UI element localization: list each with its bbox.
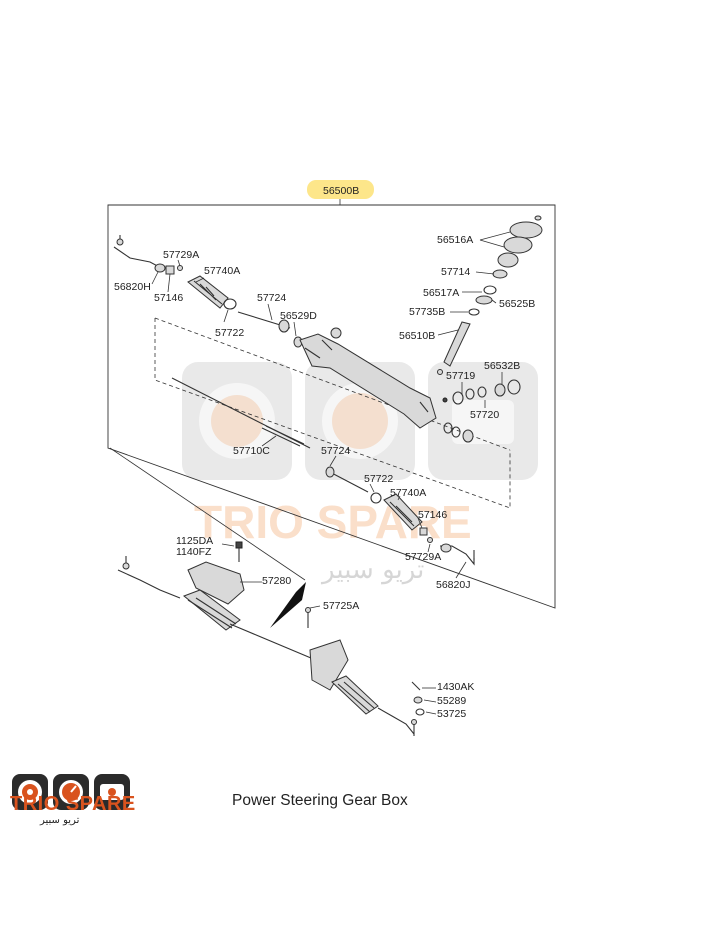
bolt-1125DA[interactable]	[235, 541, 243, 562]
label-57146-top[interactable]: 57146	[154, 292, 183, 304]
nut-57146-top[interactable]	[165, 265, 175, 275]
label-56516A[interactable]: 56516A	[437, 234, 473, 246]
clip-57729A-mid[interactable]	[427, 537, 433, 543]
clamp-57722-mid[interactable]	[370, 492, 382, 504]
rack-dashed-outline	[154, 318, 511, 509]
watermark-disc-icon	[211, 395, 263, 447]
small-parts-lower[interactable]	[411, 681, 425, 716]
clip-57729A-top[interactable]	[177, 265, 183, 271]
gear-housing[interactable]	[299, 327, 437, 429]
clamp-57722-top[interactable]	[223, 298, 237, 310]
label-56820J[interactable]: 56820J	[436, 579, 470, 591]
leader-lines	[151, 231, 511, 715]
label-57720[interactable]: 57720	[470, 409, 499, 421]
label-57740A-top[interactable]: 57740A	[204, 265, 240, 277]
label-56529D[interactable]: 56529D	[280, 310, 317, 322]
label-57710C[interactable]: 57710C	[233, 445, 270, 457]
screw-57725A[interactable]	[305, 607, 311, 629]
label-56517A[interactable]: 56517A	[423, 287, 459, 299]
label-53725[interactable]: 53725	[437, 708, 466, 720]
label-57729A-mid[interactable]: 57729A	[405, 551, 441, 563]
label-57725A[interactable]: 57725A	[323, 600, 359, 612]
brand-arabic: تريو سبير	[40, 815, 80, 826]
watermark-engine-icon	[452, 400, 514, 444]
label-1430AK[interactable]: 1430AK	[437, 681, 474, 693]
brand-logo	[12, 774, 130, 810]
nut-57146-mid[interactable]	[419, 527, 428, 536]
label-56525B[interactable]: 56525B	[499, 298, 535, 310]
exploded-view-frame	[107, 204, 556, 609]
label-57719[interactable]: 57719	[446, 370, 475, 382]
label-57724-mid[interactable]: 57724	[321, 445, 350, 457]
label-57146-mid[interactable]: 57146	[418, 509, 447, 521]
watermark: TRIO SPARE تريو سبير	[182, 362, 538, 585]
label-55289[interactable]: 55289	[437, 695, 466, 707]
label-57714[interactable]: 57714	[441, 266, 470, 278]
heat-shield-57280[interactable]	[187, 561, 245, 605]
watermark-text: TRIO SPARE	[194, 496, 472, 548]
pointer-arrow	[270, 582, 306, 628]
assembly-highlight	[307, 180, 374, 199]
rack-bar-57710C[interactable]	[171, 377, 311, 449]
label-56532B[interactable]: 56532B	[484, 360, 520, 372]
label-1125DA[interactable]: 1125DA	[176, 535, 213, 547]
watermark-gauge-icon	[332, 393, 388, 449]
tie-rod-end-right[interactable]	[440, 543, 475, 566]
boot-57740A-top[interactable]	[187, 275, 229, 309]
assembled-gear-box[interactable]	[117, 556, 417, 736]
label-56820H[interactable]: 56820H	[114, 281, 151, 293]
brand-name: TRIO SPARE	[10, 793, 136, 815]
boot-57740A-mid[interactable]	[383, 493, 423, 531]
tie-rod-end-left[interactable]	[113, 235, 166, 273]
yoke-stack[interactable]	[442, 379, 521, 405]
label-56500B[interactable]: 56500B	[323, 185, 359, 197]
label-57735B[interactable]: 57735B	[409, 306, 445, 318]
label-57740A-mid[interactable]: 57740A	[390, 487, 426, 499]
part-labels: 56516A 57729A 57740A 57714 56820H 56517A…	[114, 234, 535, 720]
label-57724-top[interactable]: 57724	[257, 292, 286, 304]
watermark-arabic: تريو سبير	[320, 555, 424, 585]
label-57722-mid[interactable]: 57722	[364, 473, 393, 485]
diagram-caption: Power Steering Gear Box	[232, 792, 408, 809]
label-56510B[interactable]: 56510B	[399, 330, 435, 342]
label-57280[interactable]: 57280	[262, 575, 291, 587]
label-1140FZ[interactable]: 1140FZ	[176, 546, 212, 558]
label-57729A-top[interactable]: 57729A	[163, 249, 199, 261]
label-57722-top[interactable]: 57722	[215, 327, 244, 339]
pinion-stack[interactable]	[437, 215, 543, 375]
seals-57720[interactable]	[443, 422, 474, 443]
